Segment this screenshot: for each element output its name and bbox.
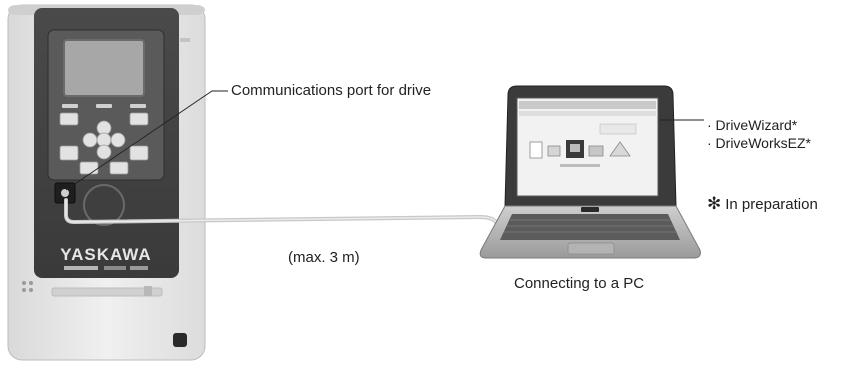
cable-length-label: (max. 3 m)	[288, 249, 360, 266]
key-down	[96, 144, 112, 160]
laptop-keyboard	[500, 214, 680, 240]
brand-logo: YASKAWA	[60, 245, 151, 264]
keyboard-rows	[504, 219, 677, 233]
key-run	[79, 161, 99, 175]
case-mark	[144, 286, 152, 296]
software-window-titlebar	[519, 101, 656, 109]
cable-highlight	[65, 199, 497, 223]
vent-icon	[22, 281, 33, 292]
port-leader-line	[65, 90, 228, 191]
key-f1	[59, 112, 79, 126]
software-toolbar	[519, 111, 656, 116]
keypad-mount-dial	[83, 184, 125, 226]
software-icons	[529, 123, 637, 167]
key-left	[82, 132, 98, 148]
footnote: ✻In preparation	[707, 195, 818, 214]
laptop-pc	[479, 85, 701, 259]
key-esc	[59, 145, 79, 161]
asterisk-icon: ✻	[707, 194, 722, 213]
case-mark	[180, 38, 190, 42]
model-stripe	[64, 266, 98, 270]
key-reset	[129, 145, 149, 161]
port-label: Communications port for drive	[231, 82, 432, 99]
footnote-text: In preparation	[725, 196, 818, 213]
lcd-display	[63, 39, 145, 97]
model-stripe	[104, 266, 126, 270]
keypad-labels	[62, 104, 146, 108]
pc-caption: Connecting to a PC	[514, 275, 645, 292]
drive-foot	[173, 333, 187, 347]
key-stop	[109, 161, 129, 175]
software-drivewizard-label: · DriveWizard*	[707, 117, 798, 133]
nameplate	[51, 287, 163, 297]
key-right	[110, 132, 126, 148]
key-f2	[129, 112, 149, 126]
model-stripe	[130, 266, 148, 270]
laptop-hinge-badge	[581, 207, 599, 212]
drive-unit: YASKAWA	[7, 4, 206, 361]
laptop-touchpad	[567, 242, 615, 255]
software-driveworksez-label: · DriveWorksEZ*	[707, 135, 811, 151]
port-socket	[61, 189, 69, 197]
